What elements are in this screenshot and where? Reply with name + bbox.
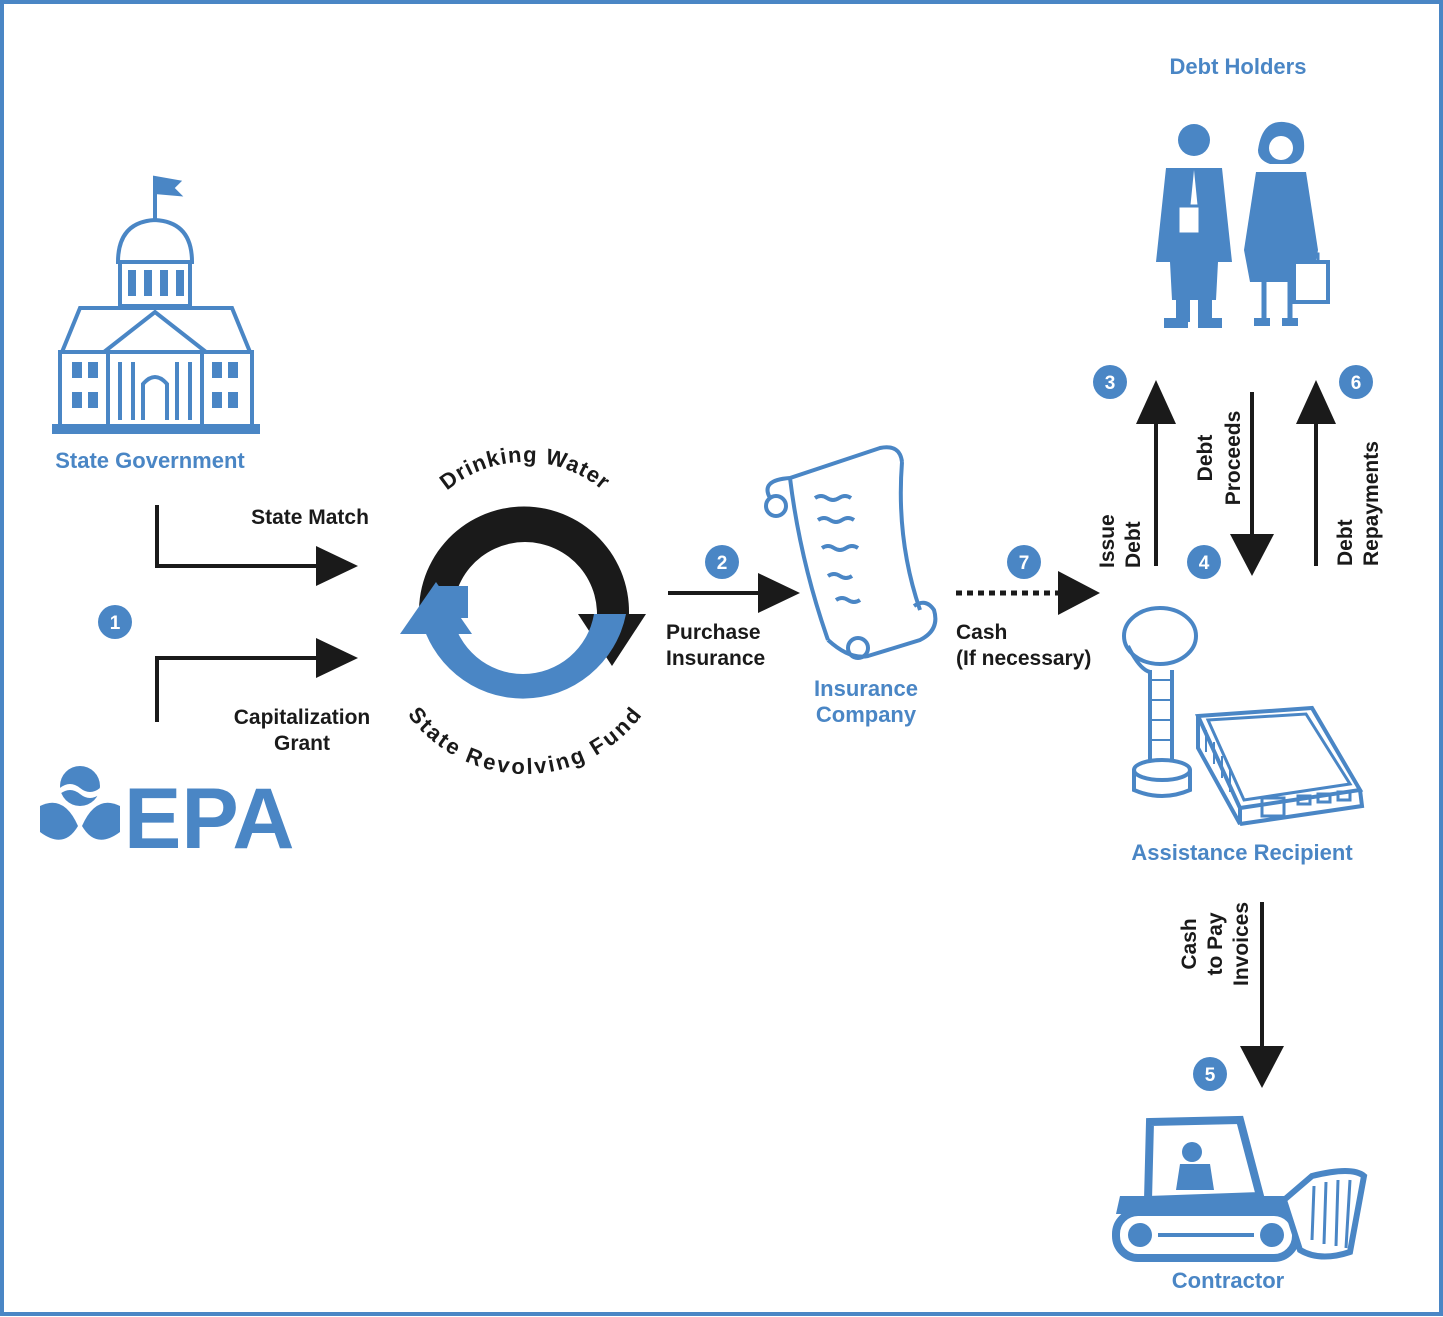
svg-text:3: 3 [1105,373,1116,394]
svg-text:2: 2 [717,553,728,574]
svg-text:6: 6 [1351,373,1362,394]
capitol-building-icon [52,175,260,434]
if-necessary-label: (If necessary) [956,647,1091,670]
state-government-label: State Government [55,448,245,473]
debt-issue-label: Debt [1122,521,1145,568]
insurance-company-label-1: Insurance [814,676,918,701]
cash-to-pay-arrow [1240,902,1284,1088]
contractor-label: Contractor [1172,1268,1285,1293]
state-match-arrow [155,505,358,586]
cash-to-pay-label-2: to Pay [1204,912,1227,975]
fund-top-label: Drinking Water [435,442,616,495]
bulldozer-icon [1112,1115,1368,1262]
step-4-badge: 4 [1187,545,1221,579]
issue-debt-arrow [1136,380,1176,566]
fund-bottom-label: State Revolving Fund [403,702,646,779]
debt-proceeds-arrow [1230,392,1274,576]
fund-cycle-icon [400,506,646,699]
debt-proceeds-label-1: Debt [1194,435,1217,482]
epa-logo-text: EPA [124,771,294,867]
debt-holders-label: Debt Holders [1170,54,1307,79]
debt-repay-label-2: Repayments [1360,441,1383,566]
svg-text:1: 1 [110,613,121,634]
insurance-company-label-2: Company [816,702,917,727]
step-1-badge: 1 [98,605,132,639]
svg-text:5: 5 [1205,1065,1216,1086]
step-7-badge: 7 [1007,545,1041,579]
assistance-recipient-label: Assistance Recipient [1131,840,1353,865]
insurance-action-label: Insurance [666,647,765,670]
capitalization-label: Capitalization [234,706,371,729]
debt-repay-label-1: Debt [1334,519,1357,566]
purchase-insurance-arrow [668,573,800,613]
svg-text:7: 7 [1019,553,1030,574]
step-2-badge: 2 [705,545,739,579]
water-tower-building-icon [1122,606,1365,826]
debt-holders-icon [1156,121,1330,328]
flow-diagram: State Government EPA 1 State Match Capit… [40,54,1383,1293]
step-6-badge: 6 [1339,365,1373,399]
cash-label: Cash [956,621,1007,644]
issue-label: Issue [1096,514,1119,568]
debt-proceeds-label-2: Proceeds [1222,411,1245,506]
insurance-scroll-icon [764,445,938,660]
grant-label: Grant [274,732,330,755]
step-3-badge: 3 [1093,365,1127,399]
cash-dotted-arrow [956,571,1100,615]
svg-text:4: 4 [1199,553,1210,574]
epa-logo-icon: EPA [40,766,294,867]
cash-to-pay-label-3: Invoices [1230,902,1253,986]
capitalization-grant-arrow [155,638,358,722]
cash-to-pay-label-1: Cash [1178,918,1201,969]
debt-repayments-arrow [1296,380,1336,566]
purchase-label: Purchase [666,621,761,644]
step-5-badge: 5 [1193,1057,1227,1091]
state-match-label: State Match [251,506,369,529]
